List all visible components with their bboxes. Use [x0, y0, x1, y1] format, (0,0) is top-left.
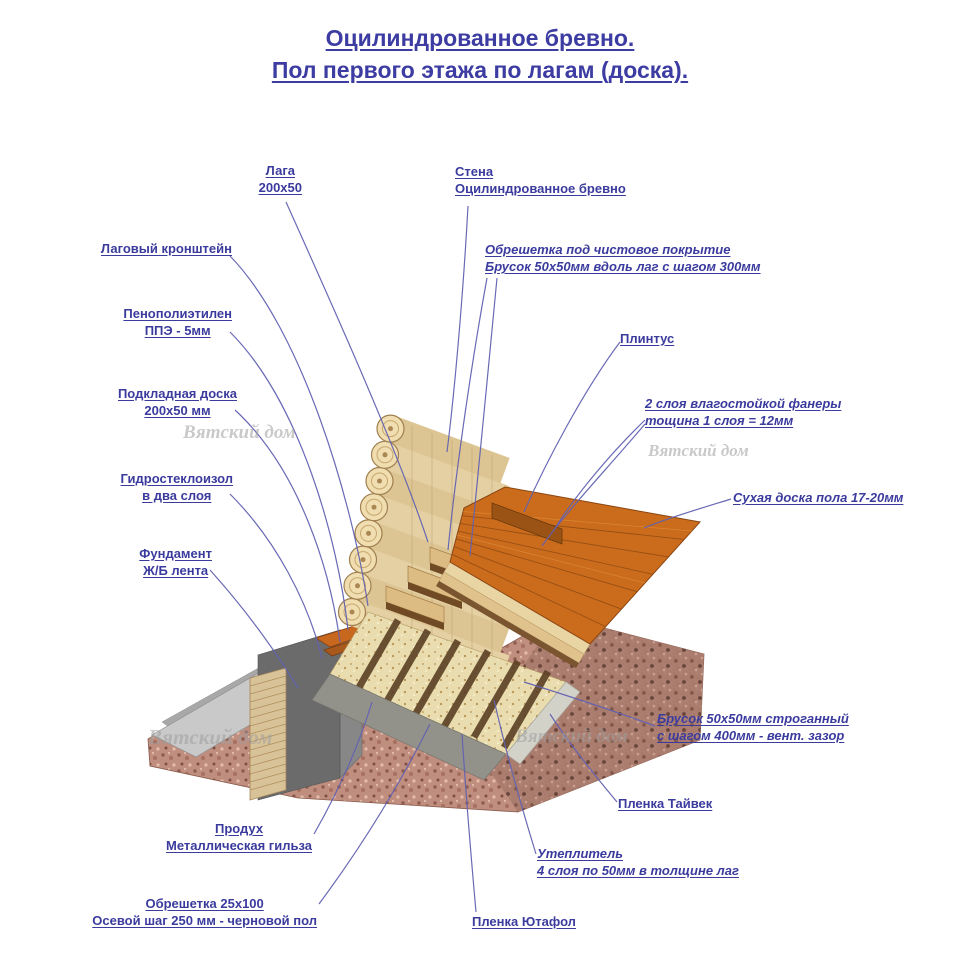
label-line: Ж/Б лента	[143, 563, 209, 578]
label-line: Стена	[455, 164, 494, 179]
label-line: Гидростеклоизол	[120, 471, 233, 486]
leader-stena	[446, 205, 469, 453]
label-line: Пленка Тайвек	[618, 796, 713, 811]
label-line: 200х50 мм	[144, 403, 211, 418]
label-fanera: 2 слоя влагостойкой фанеры тощина 1 слоя…	[645, 395, 841, 429]
label-plenka-tyvek: Пленка Тайвек	[618, 795, 712, 812]
label-line: тощина 1 слоя = 12мм	[645, 413, 794, 428]
leader-uteplitel	[493, 699, 537, 855]
leader-plintus	[523, 341, 621, 513]
label-line: Продух	[214, 821, 264, 836]
label-line: Брусок 50х50мм вдоль лаг с шагом 300мм	[485, 259, 761, 274]
label-gidrosteklorizol: Гидростеклоизол в два слоя	[120, 470, 233, 504]
plywood-layers	[436, 561, 591, 668]
label-line: 4 слоя по 50мм в толщине лаг	[537, 863, 739, 878]
label-plenka-yutafol: Пленка Ютафол	[472, 913, 576, 930]
label-laga: Лага 200х50	[259, 162, 302, 196]
label-lagovyy-kronshteyn: Лаговый кронштейн	[101, 240, 232, 257]
label-line: Утеплитель	[537, 846, 623, 861]
label-line: 2 слоя влагостойкой фанеры	[645, 396, 842, 411]
label-obreshetka-chistovaya: Обрешетка под чистовое покрытие Брусок 5…	[485, 241, 761, 275]
leader-lines	[209, 201, 732, 913]
log-end-faces	[337, 414, 405, 627]
leader-fanera-2	[541, 423, 646, 547]
label-line: Фундамент	[139, 546, 212, 561]
label-line: Лаговый кронштейн	[100, 241, 232, 256]
floor-boards	[449, 486, 701, 645]
label-line: Осевой шаг 250 мм - черновой пол	[92, 913, 317, 928]
label-sukhaya-doska: Сухая доска пола 17-20мм	[733, 489, 903, 506]
label-podkladnaya-doska: Подкладная доска 200х50 мм	[118, 385, 237, 419]
plinth	[491, 502, 563, 545]
leader-gidrosteklorizol	[229, 493, 323, 659]
vent-sleeve-plank	[249, 667, 287, 801]
watermark: Вятский дом	[514, 726, 628, 747]
watermark: Вятский дом	[147, 725, 273, 749]
label-plintus: Плинтус	[620, 330, 674, 347]
label-stena: Стена Оцилиндрованное бревно	[455, 163, 626, 197]
page-title-line1: Оцилиндрованное бревно.	[325, 25, 635, 51]
label-line: Пенополиэтилен	[123, 306, 232, 321]
watermark: Вятский дом	[182, 422, 296, 443]
label-obreshetka-chernovoy: Обрешетка 25х100 Осевой шаг 250 мм - чер…	[92, 895, 317, 929]
leader-obreshetka-chistovaya-2	[469, 277, 498, 557]
label-line: ППЭ - 5мм	[144, 323, 211, 338]
label-line: Пленка Ютафол	[472, 914, 576, 929]
label-line: Сухая доска пола 17-20мм	[733, 490, 904, 505]
leader-obreshetka-chernovoy	[318, 723, 431, 905]
leader-produkh	[313, 701, 373, 835]
leader-plenka-tyvek	[549, 713, 618, 803]
film-yutafol	[311, 673, 507, 781]
leader-penopolietilen	[229, 331, 349, 631]
insulation-layer	[329, 611, 567, 755]
rough-floor-battens	[350, 618, 552, 750]
page-title-line2: Пол первого этажа по лагам (доска).	[271, 57, 689, 83]
watermarks: Вятский дом Вятский дом Вятский дом Вятс…	[147, 422, 749, 749]
label-fundament: Фундамент Ж/Б лента	[139, 545, 212, 579]
label-line: Лага	[265, 163, 295, 178]
leader-brusok-vent	[523, 681, 656, 727]
label-line: Обрешетка под чистовое покрытие	[485, 242, 731, 257]
label-line: Металлическая гильза	[166, 838, 312, 853]
label-line: 200х50	[258, 180, 302, 195]
label-brusok-vent: Брусок 50х50мм строганный с шагом 400мм …	[657, 710, 849, 744]
label-line: Брусок 50х50мм строганный	[657, 711, 849, 726]
leader-sukhaya-doska	[643, 498, 732, 529]
leader-lagovyy-kronshteyn	[229, 255, 369, 607]
label-line: Обрешетка 25х100	[145, 896, 264, 911]
leader-fanera-1	[553, 419, 646, 531]
film-tyvek	[505, 681, 581, 765]
watermark: Вятский дом	[647, 441, 749, 460]
page-title: Оцилиндрованное бревно. Пол первого этаж…	[0, 22, 960, 86]
label-line: Плинтус	[620, 331, 675, 346]
leader-obreshetka-chistovaya-1	[447, 277, 488, 551]
label-line: Оцилиндрованное бревно	[455, 181, 626, 196]
leader-podkladnaya-doska	[234, 409, 341, 643]
leader-plenka-yutafol	[461, 733, 477, 913]
leader-laga	[285, 201, 429, 543]
leader-fundament	[209, 569, 299, 689]
label-penopolietilen: Пенополиэтилен ППЭ - 5мм	[123, 305, 232, 339]
label-line: Подкладная доска	[117, 386, 237, 401]
label-line: с шагом 400мм - вент. зазор	[657, 728, 845, 743]
label-produkh: Продух Металлическая гильза	[166, 820, 312, 854]
label-line: в два слоя	[142, 488, 212, 503]
label-uteplitel: Утеплитель 4 слоя по 50мм в толщине лаг	[537, 845, 739, 879]
